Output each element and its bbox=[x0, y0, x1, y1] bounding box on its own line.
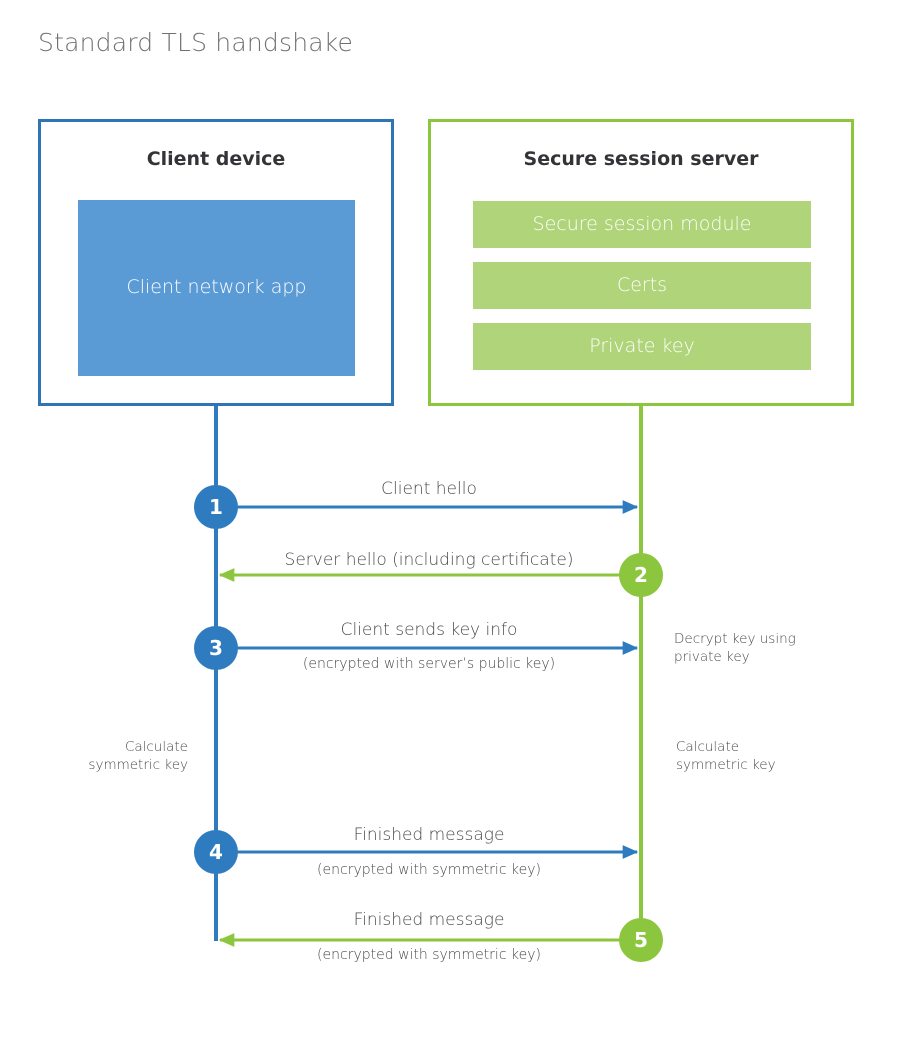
step-label-4: Finished message bbox=[353, 825, 505, 845]
client-device-title: Client device bbox=[146, 148, 286, 170]
step-label-3: Client sends key info bbox=[340, 620, 518, 640]
step-marker-2[interactable]: 2 bbox=[619, 553, 663, 597]
step-sublabel-3: (encrypted with server’s public key) bbox=[302, 656, 556, 672]
client-network-app-block: Client network app bbox=[78, 200, 355, 376]
step-label-2: Server hello (including certificate) bbox=[284, 550, 574, 570]
step-sublabel-4: (encrypted with symmetric key) bbox=[317, 862, 541, 878]
step-marker-5[interactable]: 5 bbox=[619, 918, 663, 962]
secure-session-server-box: Secure session server Secure session mod… bbox=[428, 119, 854, 406]
server-block-private-key: Private key bbox=[473, 323, 811, 370]
client-device-box: Client device Client network app bbox=[38, 119, 394, 406]
page-title: Standard TLS handshake bbox=[38, 28, 354, 57]
step-marker-1[interactable]: 1 bbox=[194, 485, 238, 529]
annotation-client-calculate-symmetric-key: Calculate symmetric key bbox=[88, 739, 188, 774]
server-block-certs: Certs bbox=[473, 262, 811, 309]
server-block-secure-session-module: Secure session module bbox=[473, 201, 811, 248]
step-label-5: Finished message bbox=[353, 910, 505, 930]
step-label-1: Client hello bbox=[381, 479, 477, 499]
step-sublabel-5: (encrypted with symmetric key) bbox=[317, 947, 541, 963]
secure-session-server-title: Secure session server bbox=[523, 148, 759, 170]
step-marker-3[interactable]: 3 bbox=[194, 626, 238, 670]
annotation-server-calculate-symmetric-key: Calculate symmetric key bbox=[676, 739, 776, 774]
annotation-server-decrypt: Decrypt key using private key bbox=[674, 631, 796, 666]
step-marker-4[interactable]: 4 bbox=[194, 830, 238, 874]
server-component-stack: Secure session module Certs Private key bbox=[473, 201, 811, 370]
